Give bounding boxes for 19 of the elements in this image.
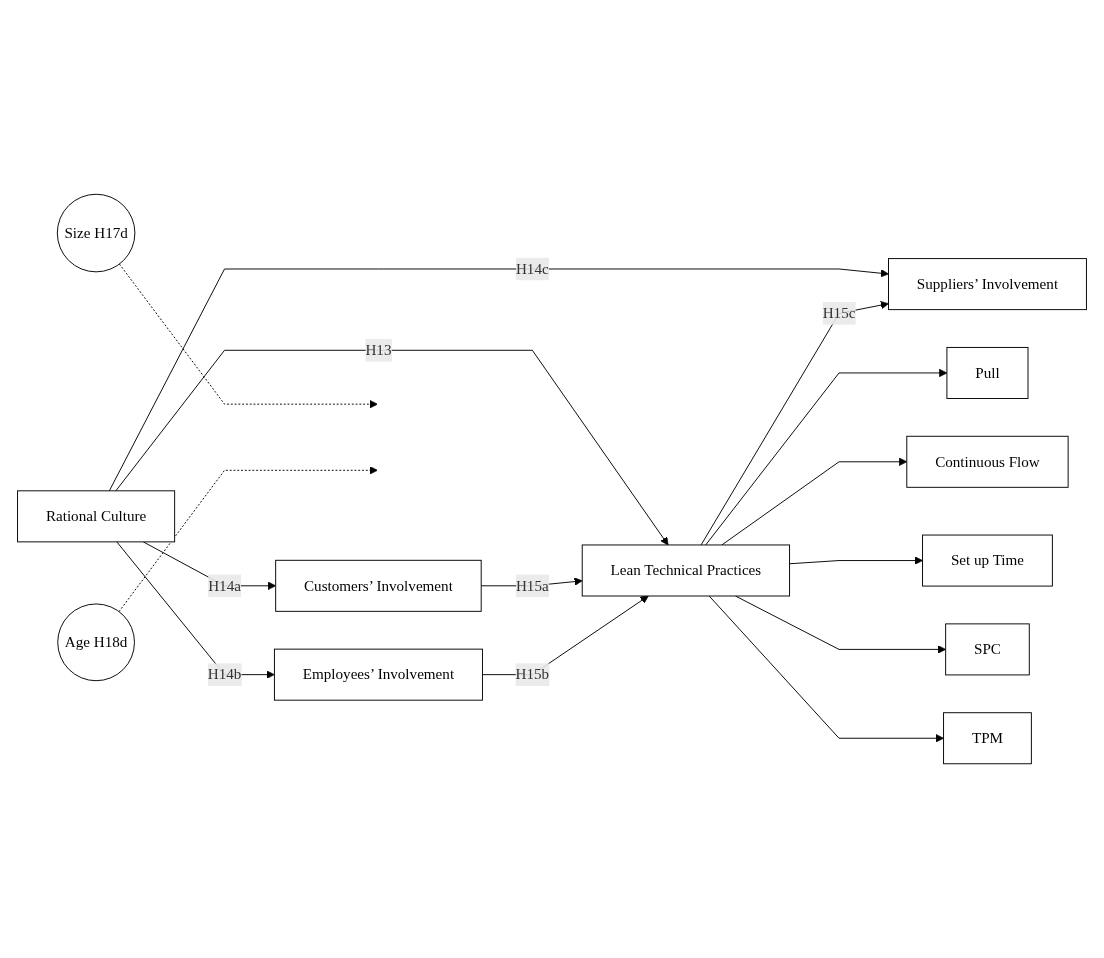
node-box: Customers’ Involvement xyxy=(275,559,482,612)
node-box: Lean Technical Practices xyxy=(581,544,791,597)
node-box: SPC xyxy=(945,623,1030,676)
edge-label: H15b xyxy=(515,666,550,683)
edge-label: H14a xyxy=(208,577,241,594)
edge-label: H15c xyxy=(822,304,856,321)
node-box: Suppliers’ Involvement xyxy=(888,258,1087,311)
node-box: Continuous Flow xyxy=(906,435,1069,488)
node-circle: Age H18d xyxy=(57,603,135,682)
node-box: Rational Culture xyxy=(17,490,176,543)
node-box: Pull xyxy=(946,346,1029,399)
edge-label: H15a xyxy=(515,577,549,594)
node-box: Set up Time xyxy=(922,534,1053,587)
node-box: Employees’ Involvement xyxy=(273,648,483,701)
edge-label: H13 xyxy=(365,341,392,358)
node-circle: Size H17d xyxy=(56,193,136,273)
node-box: TPM xyxy=(943,712,1032,765)
edge-label: H14c xyxy=(515,260,549,277)
edge-label: H14b xyxy=(207,666,242,683)
